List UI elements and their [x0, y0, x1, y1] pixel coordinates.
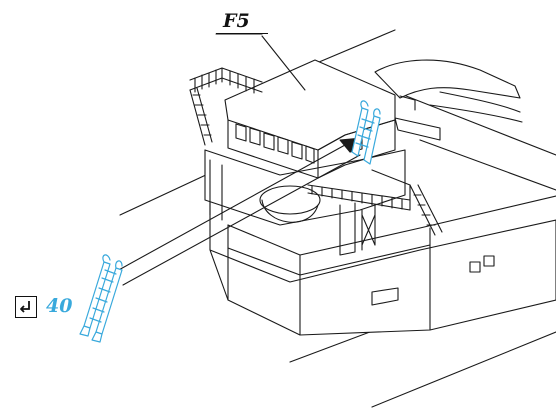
step-icon-box: [15, 296, 37, 318]
ladder-part: [79, 254, 123, 343]
rear-deck-structure: [374, 59, 523, 141]
step-number: 40: [46, 295, 73, 317]
bridge-lower-deck: [204, 149, 406, 256]
installed-ladder: [351, 100, 381, 165]
view-label-underline: [216, 33, 268, 34]
view-label-f5: F5: [223, 10, 250, 32]
hull-block: [209, 177, 556, 336]
bridge-house: [224, 59, 396, 179]
railings: [189, 67, 443, 236]
return-arrow-icon: [20, 301, 30, 313]
